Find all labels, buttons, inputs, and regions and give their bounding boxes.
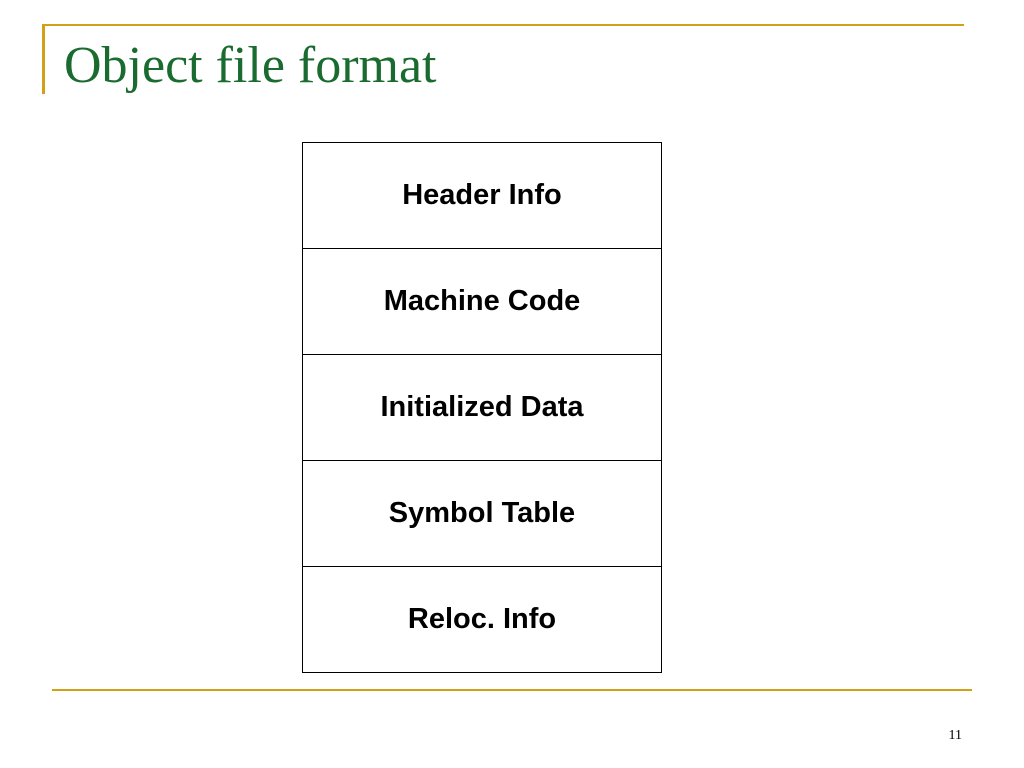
- slide-title: Object file format: [64, 37, 437, 94]
- block-symbol-table: Symbol Table: [302, 460, 662, 567]
- block-label: Reloc. Info: [407, 603, 557, 635]
- block-reloc-info: Reloc. Info: [302, 566, 662, 673]
- footer-rule: [52, 689, 972, 691]
- block-label: Symbol Table: [388, 497, 576, 529]
- object-file-layout-diagram: Header Info Machine Code Initialized Dat…: [302, 142, 662, 673]
- block-label: Machine Code: [383, 285, 581, 317]
- block-header-info: Header Info: [302, 142, 662, 249]
- block-label: Header Info: [402, 179, 562, 211]
- page-number: 11: [948, 728, 962, 743]
- accent-top-rule: [42, 24, 964, 26]
- block-label: Initialized Data: [380, 391, 584, 423]
- block-machine-code: Machine Code: [302, 248, 662, 355]
- accent-left-rule: [42, 24, 45, 94]
- block-initialized-data: Initialized Data: [302, 354, 662, 461]
